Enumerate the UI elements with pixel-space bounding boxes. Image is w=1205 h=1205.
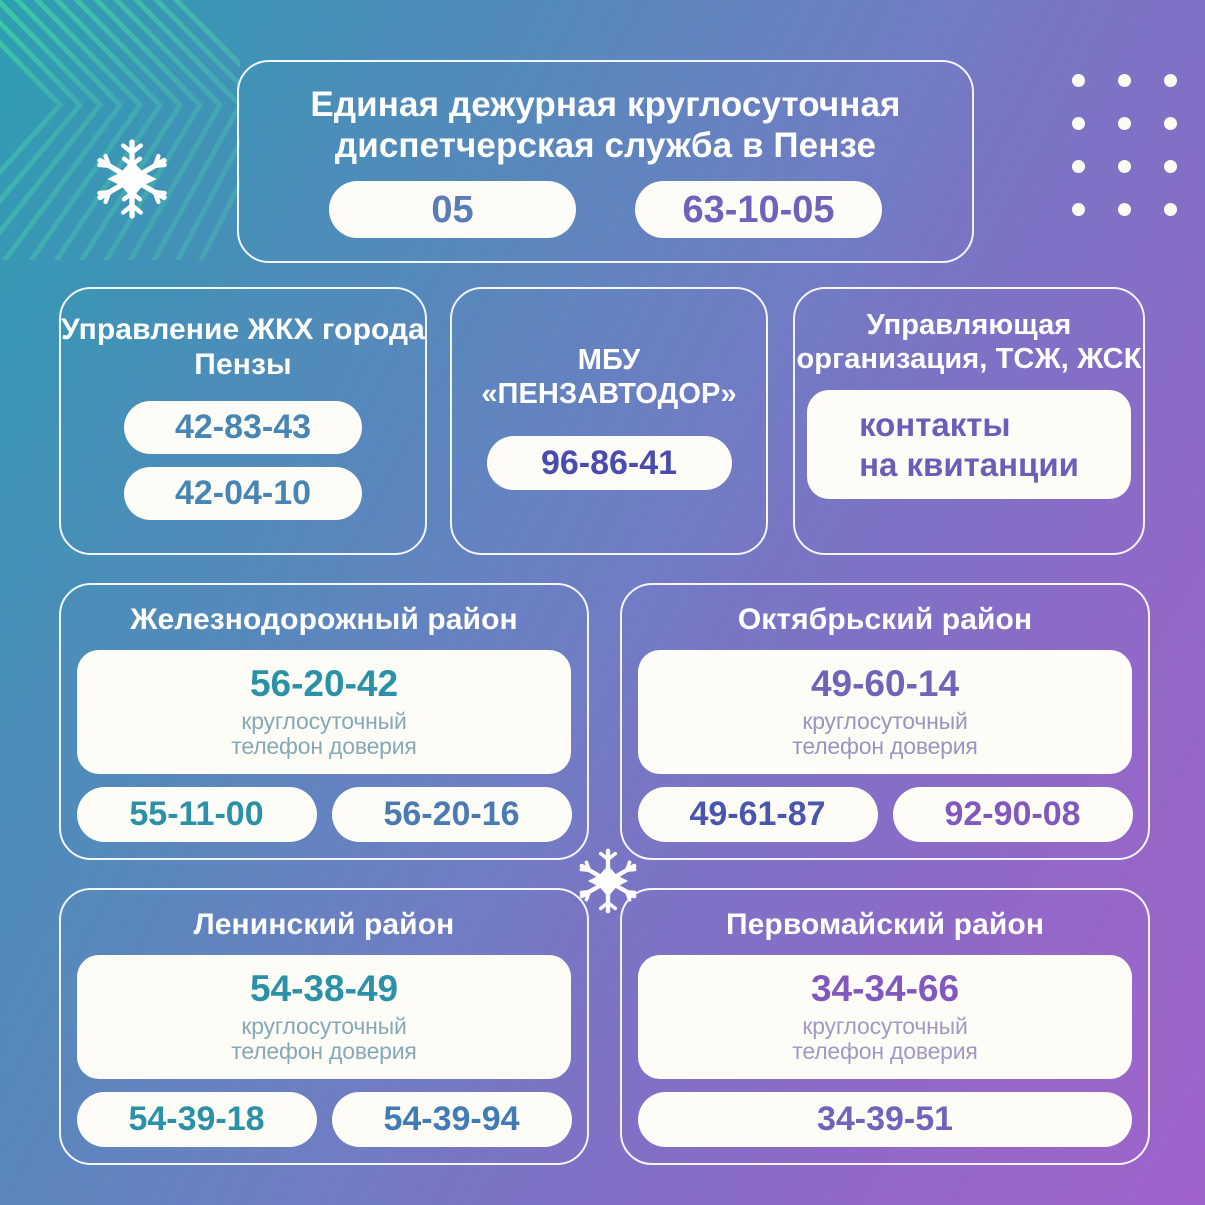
card-district-perv: Первомайский район 34-34-66 круглосуточн…: [620, 888, 1150, 1165]
district-zhd-title: Железнодорожный район: [130, 603, 518, 636]
phone-pill-penzavtodor-1[interactable]: 96-86-41: [486, 435, 732, 490]
district-len-phone-list: 54-39-18 54-39-94: [76, 1091, 572, 1147]
card-penzavtodor: МБУ «ПЕНЗАВТОДОР» 96-86-41: [450, 287, 768, 555]
card-penzavtodor-title: МБУ «ПЕНЗАВТОДОР»: [481, 344, 737, 410]
district-okt-phone-list: 49-61-87 92-90-08: [637, 786, 1133, 842]
phone-pill-zhd-2[interactable]: 56-20-16: [331, 786, 572, 842]
phone-pill-edds-1[interactable]: 05: [329, 181, 576, 239]
card-district-zhd: Железнодорожный район 56-20-42 круглосут…: [59, 583, 589, 860]
card-gkh-title: Управление ЖКХ города Пензы: [61, 313, 425, 381]
phone-pill-gkh-2[interactable]: 42-04-10: [124, 466, 362, 520]
district-len-title: Ленинский район: [193, 908, 455, 941]
district-zhd-main-phone[interactable]: 56-20-42: [249, 662, 399, 704]
district-len-main-phone[interactable]: 54-38-49: [249, 967, 399, 1009]
edds-phone-list: 05 63-10-05: [329, 181, 882, 239]
phone-pill-perv-1[interactable]: 34-39-51: [638, 1091, 1132, 1147]
card-gkh: Управление ЖКХ города Пензы 42-83-43 42-…: [59, 287, 427, 555]
phone-pill-zhd-1[interactable]: 55-11-00: [76, 786, 317, 842]
card-edds: Единая дежурная круглосуточная диспетчер…: [237, 60, 974, 263]
phone-pill-okt-1[interactable]: 49-61-87: [637, 786, 878, 842]
phone-pill-edds-2[interactable]: 63-10-05: [635, 181, 882, 239]
phone-pill-okt-2[interactable]: 92-90-08: [892, 786, 1133, 842]
card-edds-title: Единая дежурная круглосуточная диспетчер…: [310, 85, 901, 165]
phone-pill-gkh-1[interactable]: 42-83-43: [124, 400, 362, 454]
district-okt-main-phone[interactable]: 49-60-14: [810, 662, 960, 704]
district-perv-phone-list: 34-39-51: [638, 1091, 1132, 1147]
district-okt-title: Октябрьский район: [737, 603, 1033, 636]
district-perv-main-phone[interactable]: 34-34-66: [810, 967, 960, 1009]
phone-pill-len-1[interactable]: 54-39-18: [76, 1091, 317, 1147]
district-perv-title: Первомайский район: [725, 908, 1045, 941]
card-management-org: Управляющая организация, ТСЖ, ЖСК контак…: [793, 287, 1145, 555]
district-zhd-phone-list: 55-11-00 56-20-16: [76, 786, 572, 842]
phone-pill-len-2[interactable]: 54-39-94: [331, 1091, 572, 1147]
card-district-okt: Октябрьский район 49-60-14 круглосуточны…: [620, 583, 1150, 860]
card-management-org-title: Управляющая организация, ТСЖ, ЖСК: [796, 309, 1142, 375]
